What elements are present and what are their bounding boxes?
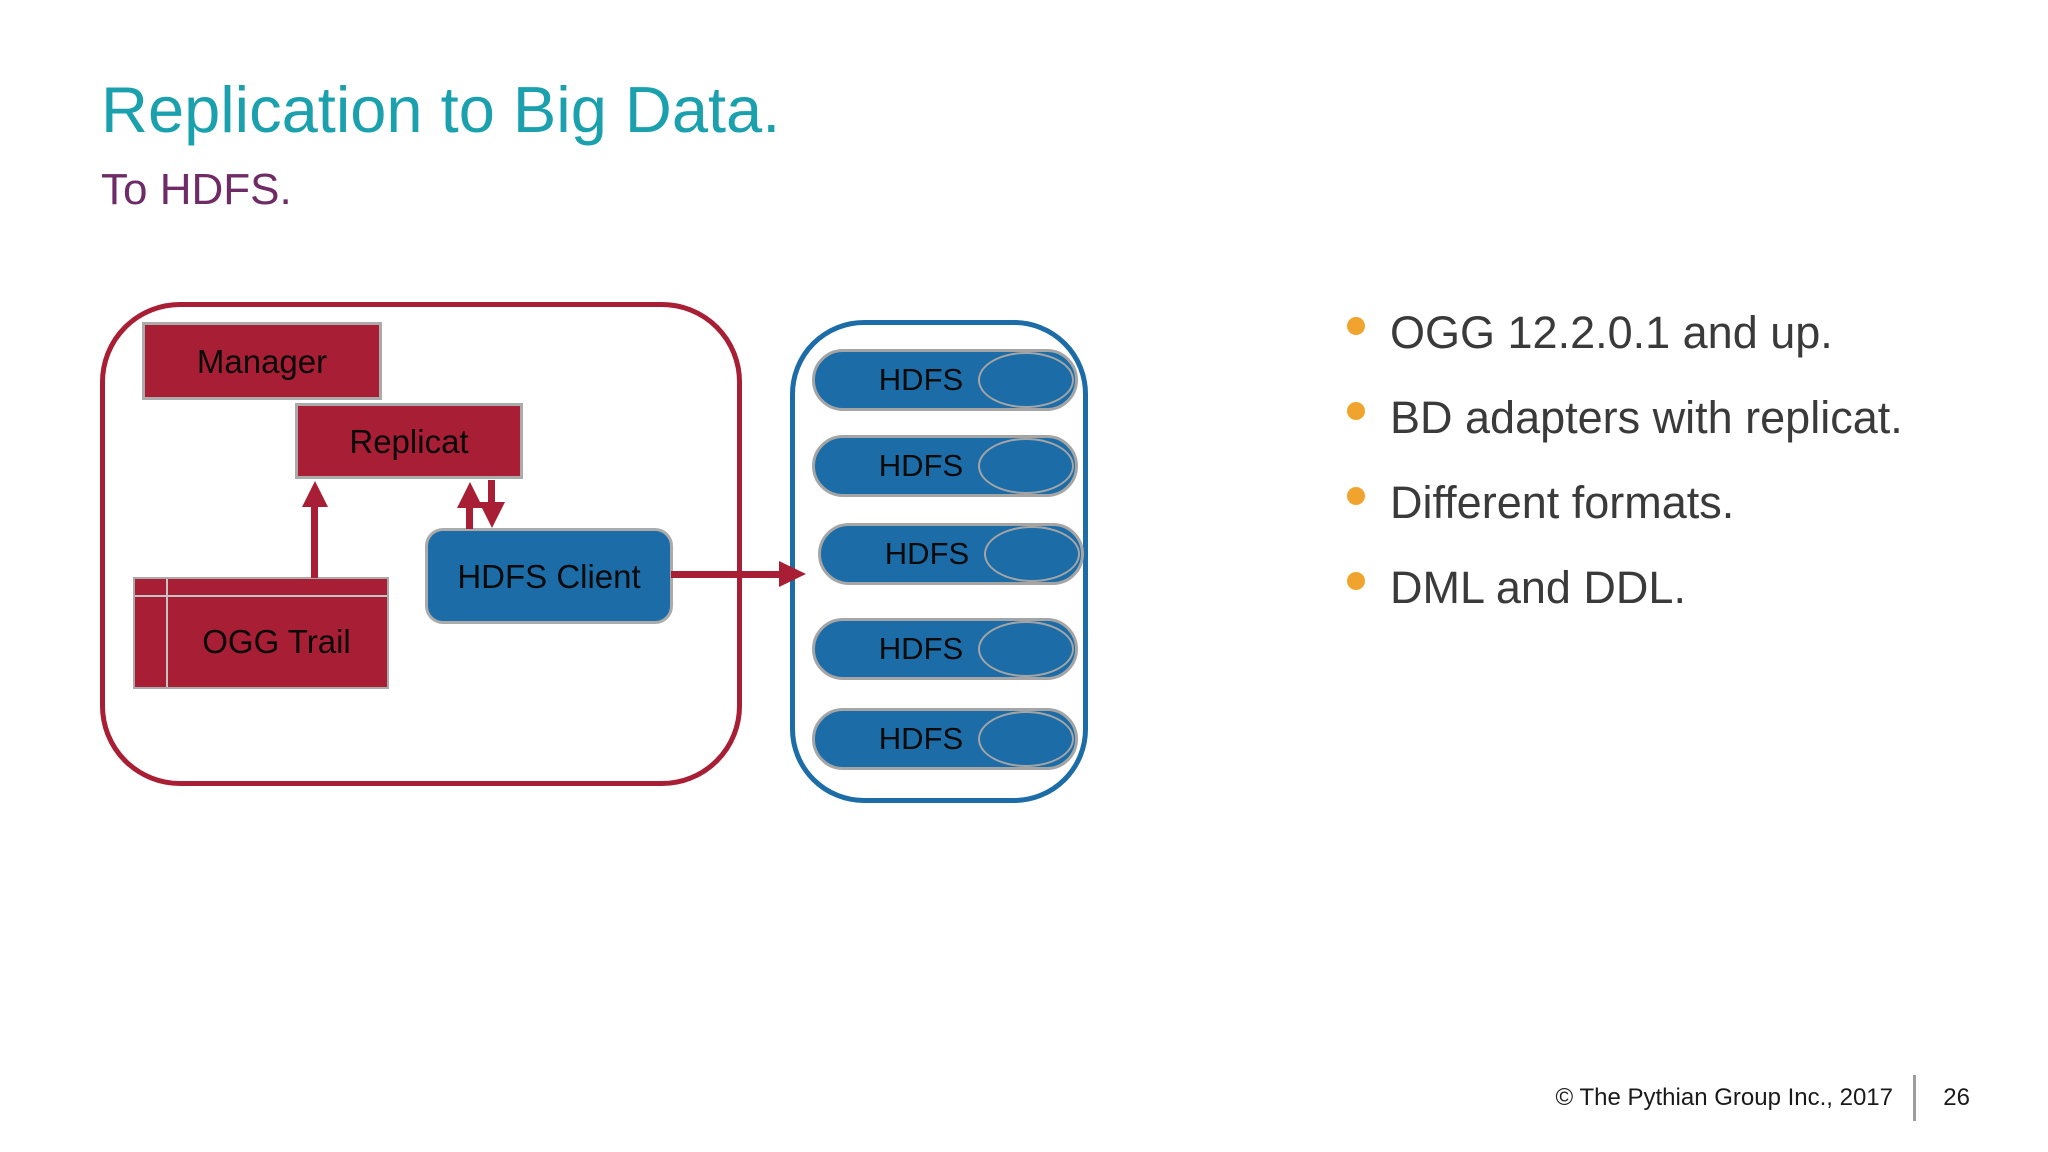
arrow-head-icon [302,481,328,507]
bullet-text: DML and DDL. [1390,562,1686,613]
hdfs-node-label: HDFS [878,631,964,666]
arrow-head-icon [779,561,806,587]
manager-node: Manager [142,322,382,400]
copyright-text: © The Pythian Group Inc., 2017 [1555,1084,1893,1111]
bullet-list: OGG 12.2.0.1 and up. BD adapters with re… [1347,303,1903,643]
arrow-head-icon [457,482,483,508]
bullet-dot-icon [1347,402,1365,420]
slide-subtitle: To HDFS. [101,165,292,214]
ogg-trail-node-label: OGG Trail [202,622,351,660]
bullet-dot-icon [1347,572,1365,590]
bullet-text: BD adapters with replicat. [1390,392,1903,443]
bullet-text: OGG 12.2.0.1 and up. [1390,307,1833,358]
manager-node-label: Manager [196,342,328,380]
hdfs-node: HDFS [812,708,1078,770]
ogg-trail-left-divider [166,579,168,687]
hdfs-node: HDFS [812,349,1078,411]
list-item: BD adapters with replicat. [1347,388,1903,448]
hdfs-node: HDFS [812,435,1078,497]
footer-divider [1913,1075,1916,1121]
disk-ellipse-icon [978,621,1074,677]
arrow-shaft [311,505,318,578]
list-item: OGG 12.2.0.1 and up. [1347,303,1903,363]
arrow-shaft [488,480,495,503]
hdfs-node: HDFS [818,523,1084,585]
arrow-shaft [466,506,473,529]
disk-ellipse-icon [984,526,1080,582]
list-item: Different formats. [1347,473,1903,533]
disk-ellipse-icon [978,711,1074,767]
hdfs-node-label: HDFS [878,362,964,397]
hdfs-node: HDFS [812,618,1078,680]
replicat-node: Replicat [295,403,523,479]
hdfs-client-node-label: HDFS Client [457,557,641,595]
arrow-head-icon [479,502,505,528]
bullet-text: Different formats. [1390,477,1735,528]
bullet-dot-icon [1347,487,1365,505]
source-system-container [100,302,742,786]
slide-footer: © The Pythian Group Inc., 2017 26 [1556,1075,1970,1121]
slide-title: Replication to Big Data. [101,73,781,146]
hdfs-node-label: HDFS [878,448,964,483]
list-item: DML and DDL. [1347,558,1903,618]
disk-ellipse-icon [978,438,1074,494]
disk-ellipse-icon [978,352,1074,408]
hdfs-node-label: HDFS [884,536,970,571]
hdfs-node-label: HDFS [878,721,964,756]
ogg-trail-top-divider [135,595,387,597]
page-number: 26 [1943,1084,1970,1111]
ogg-trail-node: OGG Trail [133,577,389,689]
hdfs-client-node: HDFS Client [425,528,673,624]
bullet-dot-icon [1347,317,1365,335]
replicat-node-label: Replicat [349,422,469,460]
arrow-shaft [671,571,781,578]
